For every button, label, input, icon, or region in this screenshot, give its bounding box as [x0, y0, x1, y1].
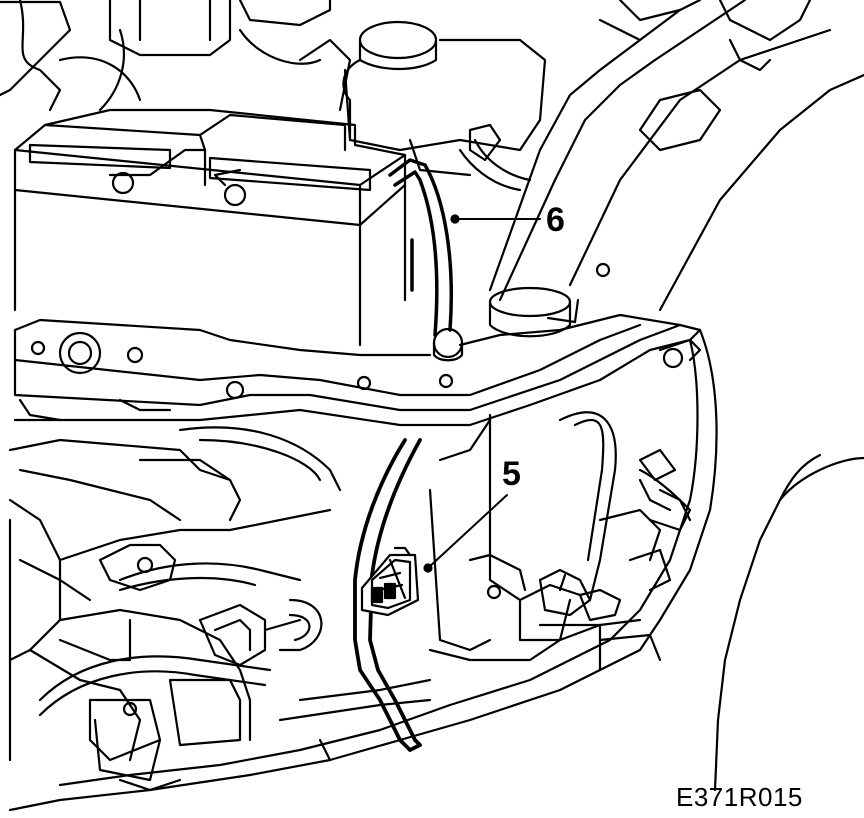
cable-grommet-base [432, 341, 464, 362]
figure-code: E371R015 [676, 782, 803, 812]
headlamp-bracket [428, 338, 702, 652]
coolant-reservoir [342, 20, 547, 192]
wiring-harness [353, 438, 422, 752]
front-bumper [8, 328, 864, 812]
leader-line-6 [450, 214, 541, 224]
cable-grommet [432, 327, 464, 359]
leader-line-5 [423, 494, 508, 573]
upper-engine-components [0, 0, 352, 112]
bumper-clips [598, 448, 677, 562]
battery-cable [388, 158, 453, 337]
harness-connector-left [198, 603, 302, 667]
lower-engine-structure [8, 426, 342, 792]
hoses [38, 411, 617, 717]
callout-label-5: 5 [502, 455, 521, 493]
inner-wing-panel [488, 0, 864, 312]
connector-5 [360, 546, 420, 617]
front-cross-member [13, 313, 702, 427]
brake-fluid-cap [488, 286, 580, 338]
callout-label-6: 6 [546, 201, 565, 239]
battery [13, 108, 407, 347]
